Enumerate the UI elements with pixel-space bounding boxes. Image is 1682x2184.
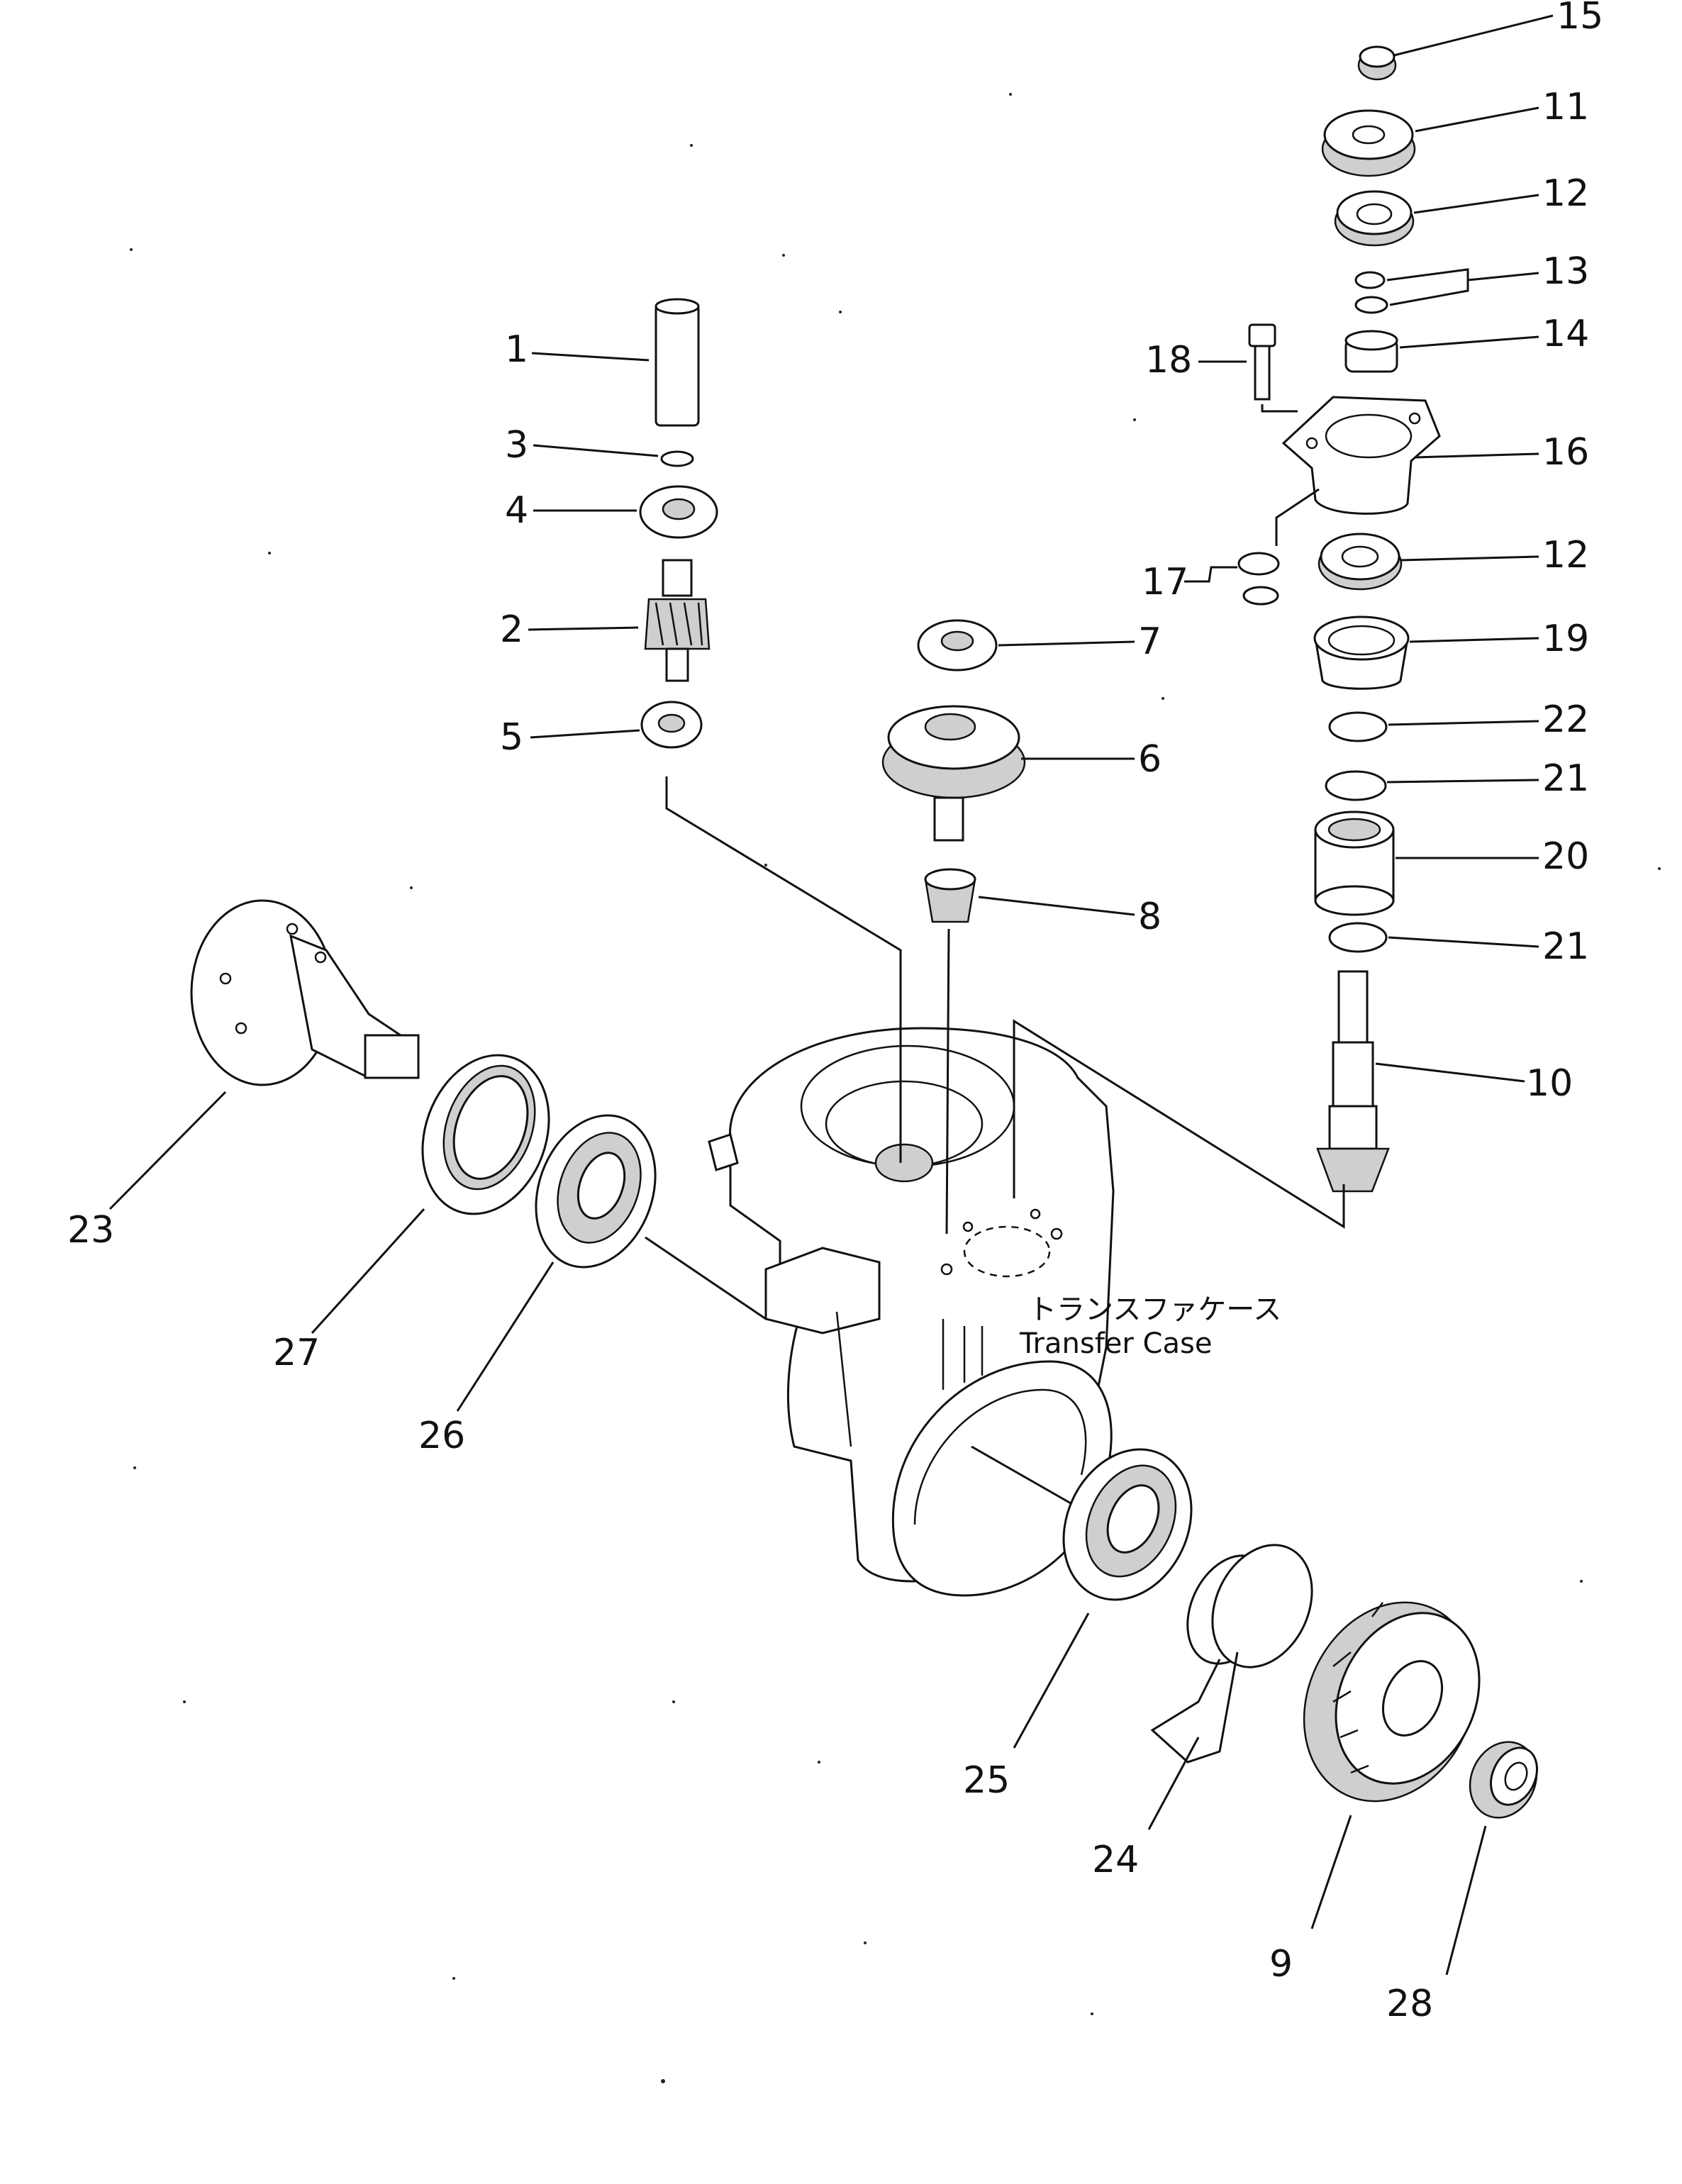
part-17-washers <box>1237 552 1280 606</box>
callout-20: 20 <box>1542 835 1589 878</box>
part-12-bearing-upper <box>1334 190 1415 247</box>
callout-9: 9 <box>1269 1943 1293 1985</box>
callout-16: 16 <box>1542 431 1589 474</box>
callout-12-upper: 12 <box>1542 172 1589 215</box>
part-24-shims <box>1186 1544 1313 1668</box>
part-14-collar <box>1344 330 1398 373</box>
part-21-ring-upper <box>1325 770 1387 801</box>
callout-22: 22 <box>1542 698 1589 741</box>
part-26-bearing <box>535 1114 657 1269</box>
callout-24: 24 <box>1092 1839 1139 1881</box>
part-21-ring-lower <box>1328 922 1388 953</box>
transfer-case-label: トランスファケース Transfer Case <box>1019 1293 1281 1360</box>
callout-6: 6 <box>1138 738 1162 781</box>
part-1-sleeve <box>655 298 700 427</box>
callout-25: 25 <box>963 1759 1010 1802</box>
callout-3: 3 <box>505 424 528 467</box>
callout-7: 7 <box>1138 620 1162 663</box>
part-10-output-shaft <box>1316 970 1390 1193</box>
callout-4: 4 <box>505 489 528 532</box>
callout-28: 28 <box>1386 1983 1433 2025</box>
part-23-flange-yoke <box>190 899 420 1086</box>
part-7-bearing <box>917 619 998 672</box>
part-28-nut <box>1469 1741 1538 1819</box>
part-4-bearing <box>639 485 718 539</box>
part-3-o-ring <box>660 450 694 467</box>
callout-21-lower: 21 <box>1542 925 1589 968</box>
leader-lines <box>108 14 1554 1976</box>
callout-18: 18 <box>1145 339 1192 381</box>
callout-15: 15 <box>1556 0 1603 38</box>
callout-8: 8 <box>1138 896 1162 938</box>
part-11-gear <box>1321 109 1416 177</box>
part-16-bearing-cage <box>1281 396 1441 515</box>
callout-21-upper: 21 <box>1542 757 1589 800</box>
callout-labels: 15 11 12 13 14 18 16 1 3 4 17 12 2 7 19 … <box>67 0 1603 2025</box>
part-5-bearing <box>640 701 703 749</box>
callout-1: 1 <box>505 328 528 371</box>
callout-23: 23 <box>67 1209 114 1252</box>
assembly-lines <box>645 404 1345 1505</box>
part-20-spacer <box>1314 810 1395 916</box>
callout-19: 19 <box>1542 618 1589 660</box>
part-12-bearing-lower <box>1318 533 1403 591</box>
part-13-shims <box>1354 271 1388 314</box>
part-6-idler-gear <box>881 705 1026 842</box>
transfer-case-label-ja: トランスファケース <box>1028 1293 1281 1326</box>
callout-12-lower: 12 <box>1542 534 1589 576</box>
part-8-bushing <box>924 868 976 923</box>
callout-2: 2 <box>500 608 523 651</box>
transfer-case-label-en: Transfer Case <box>1019 1327 1212 1360</box>
callout-17: 17 <box>1142 561 1188 603</box>
callout-27: 27 <box>273 1332 320 1374</box>
part-19-seal-housing <box>1313 615 1410 690</box>
callout-26: 26 <box>418 1415 465 1457</box>
callout-10: 10 <box>1526 1062 1573 1105</box>
part-18-bolt <box>1248 323 1276 401</box>
part-25-bearing <box>1062 1448 1193 1601</box>
callout-11: 11 <box>1542 86 1589 128</box>
callout-13: 13 <box>1542 250 1589 293</box>
part-22-snap-ring <box>1328 711 1388 742</box>
part-2-pinion-gear <box>644 559 711 682</box>
part-9-bevel-gear <box>1303 1601 1481 1803</box>
scan-specks <box>130 93 1661 2083</box>
callout-5: 5 <box>500 716 523 759</box>
part-15-nut <box>1357 45 1397 81</box>
transfer-case-housing <box>708 1027 1115 1597</box>
callout-14: 14 <box>1542 313 1589 355</box>
part-27-oil-seal <box>421 1054 550 1215</box>
